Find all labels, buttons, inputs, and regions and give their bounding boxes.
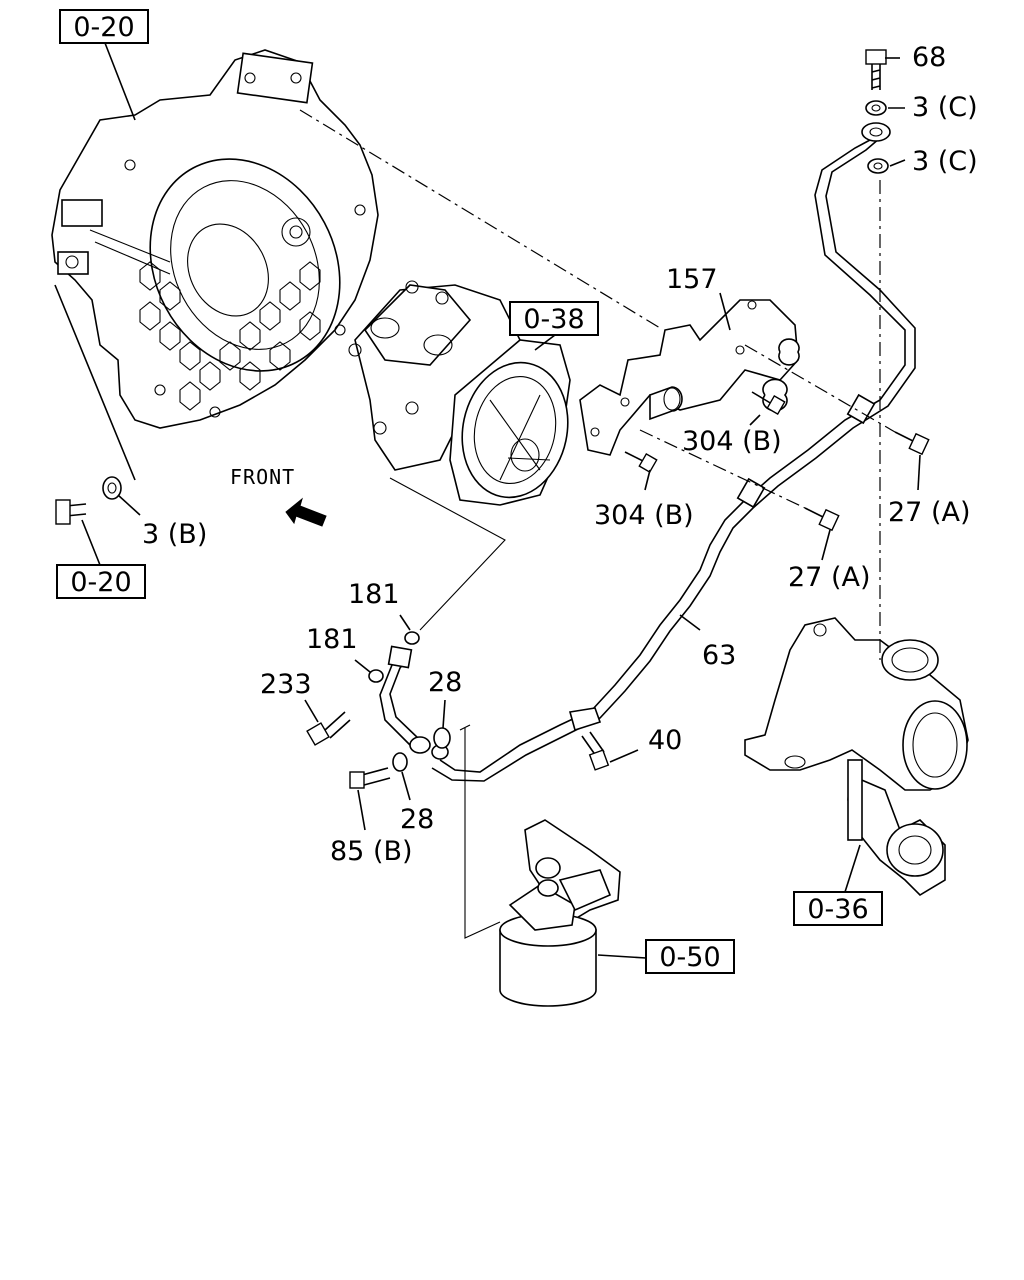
washer-3c-upper [865, 100, 887, 116]
bolt-27a-upper [894, 431, 930, 456]
bolt-233 [306, 711, 351, 746]
callout-3b: 3 (B) [142, 519, 207, 550]
callout-28: 28 [428, 667, 462, 698]
callout-27a: 27 (A) [888, 497, 970, 528]
ref-label: 0-38 [523, 304, 584, 335]
callout-27a: 27 (A) [788, 562, 870, 593]
callout-28: 28 [400, 804, 434, 835]
flywheel-housing [51, 49, 379, 429]
bolt-304b-upper [751, 391, 786, 416]
callout-181: 181 [306, 624, 358, 655]
washer-3c-lower [867, 158, 889, 174]
bolt-85b [349, 767, 391, 789]
ref-box-compressor: 0-38 [509, 301, 599, 336]
callout-304b: 304 (B) [594, 500, 694, 531]
callout-3c: 3 (C) [912, 92, 978, 123]
front-label: FRONT [230, 465, 295, 489]
housing-ribs [139, 261, 321, 411]
ref-label: 0-36 [807, 894, 868, 925]
air-compressor [348, 280, 571, 506]
bolt-304b-lower [624, 451, 658, 474]
callout-40: 40 [648, 725, 682, 756]
washer-181-upper [404, 631, 420, 645]
washer-181-lower [368, 669, 384, 683]
oil-pipe-63 [379, 122, 916, 782]
ref-label: 0-50 [659, 942, 720, 973]
washer-28-lower [392, 752, 408, 772]
bolt-68 [865, 49, 887, 90]
washer-3b [102, 476, 122, 500]
callout-157: 157 [666, 264, 718, 295]
ref-label: 0-20 [73, 12, 134, 43]
washer-28-upper [433, 727, 451, 749]
turbocharger [744, 617, 969, 897]
callout-63: 63 [702, 640, 736, 671]
bolt-27a-lower [804, 507, 840, 532]
callout-181: 181 [348, 579, 400, 610]
ref-box-bottom-left: 0-20 [56, 564, 146, 599]
callout-304b: 304 (B) [682, 426, 782, 457]
ref-box-filter: 0-50 [645, 939, 735, 974]
ref-box-turbo: 0-36 [793, 891, 883, 926]
ref-label: 0-20 [70, 567, 131, 598]
bolt-3b-left [55, 499, 87, 525]
leader-lines [54, 42, 921, 959]
callout-233: 233 [260, 669, 312, 700]
bracket-157 [579, 299, 800, 456]
callout-68: 68 [912, 42, 946, 73]
bolt-40 [581, 731, 610, 771]
oil-filter [499, 819, 621, 1007]
callout-85b: 85 (B) [330, 836, 413, 867]
arrow-up-left-icon [285, 497, 327, 527]
callout-3c: 3 (C) [912, 146, 978, 177]
ref-box-top-left: 0-20 [59, 9, 149, 44]
